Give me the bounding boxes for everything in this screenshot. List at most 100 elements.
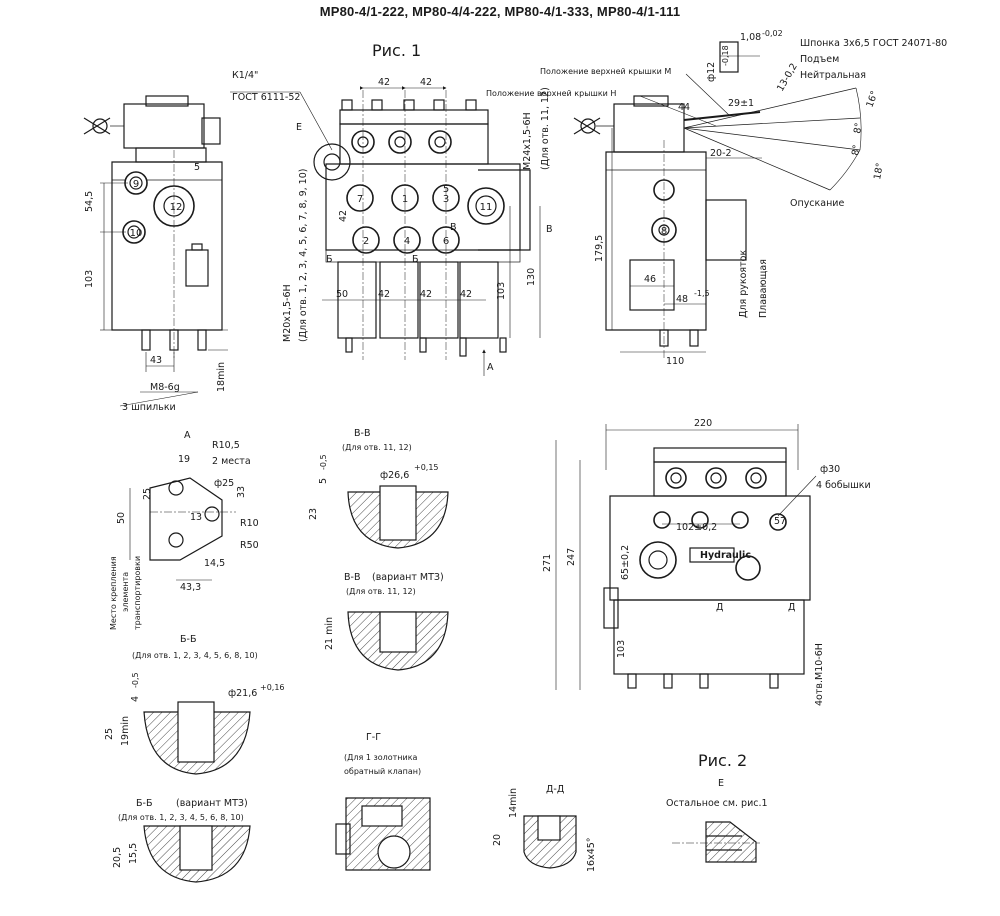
port-12-label: 12	[170, 202, 183, 213]
side-view-left: 9 12 10 54,5 103 5 43 М8-6g 3 шпильки 18…	[83, 95, 228, 413]
dim-d12-tol: -0,18	[721, 45, 730, 66]
dim-220: 220	[694, 418, 712, 429]
section-vv-sub: (Для отв. 11, 12)	[342, 443, 412, 452]
note-floating: Плавающая	[758, 259, 769, 318]
dim-2-places: 2 места	[212, 456, 251, 467]
section-d-mark-1: Д	[716, 602, 723, 613]
section-vv-mtz-sub: (Для отв. 11, 12)	[346, 587, 416, 596]
section-gg-label: Г-Г	[366, 732, 381, 743]
fig2-label: Рис. 2	[698, 751, 747, 770]
detail-e-label: Е	[718, 778, 724, 789]
section-b-mark-2: Б	[412, 254, 419, 265]
section-v-mark-1: В	[450, 222, 457, 233]
dim-5: 5	[194, 162, 200, 173]
dim-50-a: 50	[116, 512, 127, 524]
dim-5-vv: 5	[318, 478, 329, 484]
port-7-label: 7	[357, 194, 363, 205]
dim-d25: ф25	[214, 478, 234, 489]
section-vv-mtz-label: В-В	[344, 572, 360, 583]
section-v-mark-2: В	[546, 224, 553, 235]
dim-48-tol: -1,5	[694, 289, 710, 298]
dim-23: 23	[308, 508, 319, 520]
fig1-label: Рис. 1	[372, 41, 421, 60]
dim-42-vert: 42	[338, 210, 349, 222]
section-vv: В-В (Для отв. 11, 12) ф26,6 +0,15 5 -0,5…	[308, 428, 449, 549]
dim-15-5: 15,5	[128, 843, 139, 864]
note-cover-n: Положение верхней крышки Н	[486, 89, 616, 98]
dim-43: 43	[150, 355, 162, 366]
dim-25-bb: 25	[104, 728, 115, 740]
dim-20: 20-2	[710, 148, 732, 159]
dim-d12: ф12	[706, 62, 717, 82]
dim-8deg-2: 8°	[850, 144, 863, 157]
dim-14-5: 14,5	[204, 558, 225, 569]
note-4-holes-m10: 4отв.М10-6Н	[814, 643, 825, 706]
dim-48: 48	[676, 294, 688, 305]
front-view: 7 1 3 5 2 4 6 11 Е 42 42 42	[230, 70, 553, 376]
view-a: А R10,5 19 2 места ф25 25 33 50 13 R10 R…	[109, 430, 259, 630]
detail-e-note: Остальное см. рис.1	[666, 798, 768, 809]
section-dd-label: Д-Д	[546, 784, 564, 795]
dim-13: 13-0,2	[775, 61, 800, 93]
port-9-label: 9	[133, 179, 139, 190]
dim-50: 50	[336, 289, 348, 300]
dim-247: 247	[566, 548, 577, 566]
dim-4-bb-tol: -0,5	[131, 672, 140, 688]
dim-4-bb: 4	[130, 696, 141, 702]
dim-25-a: 25	[142, 488, 153, 500]
drawing-title: МР80-4/1-222, МР80-4/4-222, МР80-4/1-333…	[319, 4, 681, 19]
dim-29: 29±1	[728, 98, 754, 109]
section-bb-mtz-variant: (вариант МТЗ)	[176, 798, 248, 809]
dim-42-b3: 42	[460, 289, 472, 300]
note-m20-holes: (Для отв. 1, 2, 3, 4, 5, 6, 7, 8, 9, 10)	[298, 169, 309, 342]
note-neutral: Нейтральная	[800, 70, 866, 81]
dim-19: 19	[178, 454, 190, 465]
section-bb-mtz-sub: (Для отв. 1, 2, 3, 4, 5, 6, 8, 10)	[118, 813, 244, 822]
dim-16x45: 16х45°	[586, 837, 597, 872]
note-m24-holes: (Для отв. 11, 12)	[540, 87, 551, 170]
port-10-label: 10	[130, 228, 143, 239]
note-transport-1: Место крепления	[109, 556, 118, 630]
brand-label: Hydraulic	[700, 550, 751, 561]
detail-e: Е Остальное см. рис.1	[666, 778, 768, 863]
dim-65: 65±0,2	[620, 545, 631, 580]
dim-d21-6: ф21,6	[228, 688, 257, 699]
note-shponka: Шпонка 3х6,5 ГОСТ 24071-80	[800, 38, 947, 49]
dim-42-top-1: 42	[378, 77, 390, 88]
dim-14min: 14min	[508, 788, 519, 818]
section-gg: Г-Г (Для 1 золотника обратный клапан)	[335, 732, 431, 871]
dim-21min: 21 min	[324, 617, 335, 650]
note-transport-3: транспортировки	[133, 556, 142, 630]
dim-r10: R10	[240, 518, 259, 529]
port-2-label: 2	[363, 236, 369, 247]
dim-5-vv-tol: -0,5	[319, 454, 328, 470]
section-vv-label: В-В	[354, 428, 370, 439]
dim-18min: 18min	[216, 362, 227, 392]
dim-33: 33	[236, 486, 247, 498]
dim-43-3: 43,3	[180, 582, 201, 593]
dim-20-dd: 20	[492, 834, 503, 846]
port-11-label: 11	[480, 202, 493, 213]
section-dd: Д-Д 14min 20 16х45°	[492, 784, 597, 872]
dim-16deg: 16°	[864, 89, 880, 109]
note-for-handles: Для рукояток	[738, 250, 749, 318]
dim-42-b1: 42	[378, 289, 390, 300]
dim-1-08: 1,08	[740, 32, 761, 43]
dim-1-08-tol: -0,02	[762, 29, 783, 38]
view-a-mark: А	[487, 362, 494, 373]
fig2-view: 220 Hydraulic ф30 4 бобышки 102±0,2 57 6…	[542, 418, 871, 770]
dim-8deg-1: 8°	[852, 122, 865, 135]
dim-271: 271	[542, 554, 553, 572]
section-gg-sub-2: обратный клапан)	[344, 767, 421, 776]
section-d-mark-2: Д	[788, 602, 795, 613]
dim-d26-6-tol: +0,15	[414, 463, 439, 472]
section-bb: Б-Б (Для отв. 1, 2, 3, 4, 5, 6, 8, 10) ф…	[104, 634, 285, 775]
dim-103-left: 103	[84, 270, 95, 288]
dim-d21-6-tol: +0,16	[260, 683, 285, 692]
dim-57: 57	[774, 516, 786, 527]
section-bb-label: Б-Б	[180, 634, 196, 645]
dim-d30: ф30	[820, 464, 840, 475]
dim-103-fig2: 103	[616, 640, 627, 658]
dim-3-studs: 3 шпильки	[122, 402, 176, 413]
